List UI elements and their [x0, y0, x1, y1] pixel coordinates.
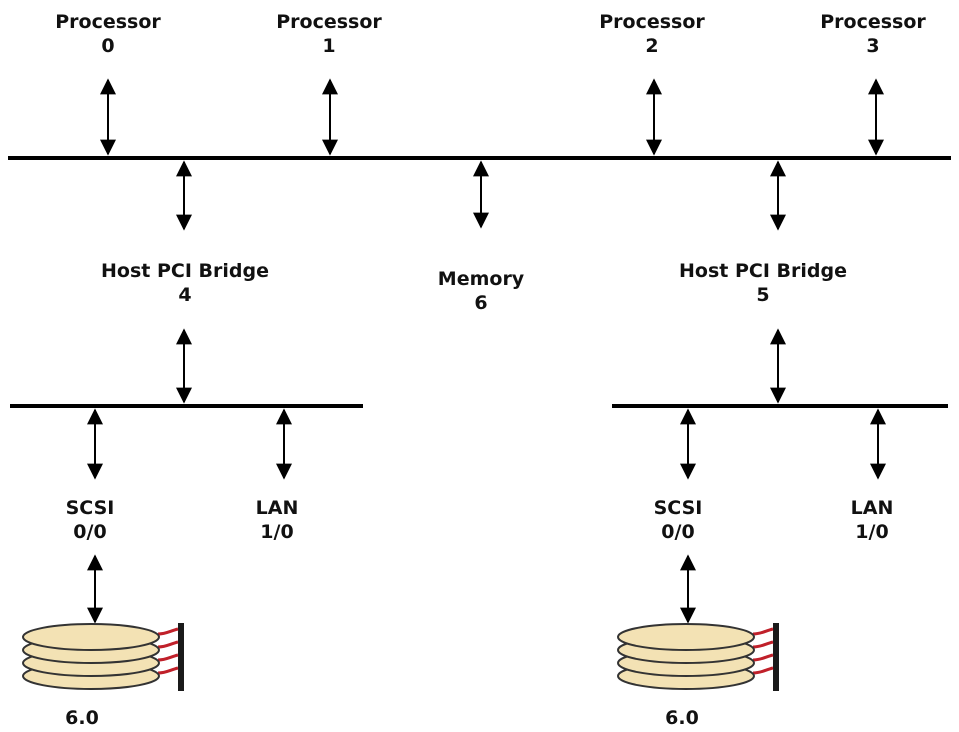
scsi-right-name: SCSI [653, 497, 703, 519]
processor-1-id: 1 [322, 35, 336, 57]
scsi-right-id: 0/0 [661, 521, 695, 543]
processor-0-name: Processor [55, 11, 161, 33]
disk-right-label: 6.0 [632, 706, 732, 730]
processor-2-name: Processor [599, 11, 705, 33]
processor-2-id: 2 [645, 35, 659, 57]
processor-0-label: Processor 0 [38, 10, 178, 58]
lan-right-label: LAN 1/0 [812, 496, 932, 544]
host-pci-bridge-4-name: Host PCI Bridge [101, 260, 269, 282]
disk-right-id: 6.0 [665, 707, 699, 729]
lan-left-id: 1/0 [260, 521, 294, 543]
lan-left-name: LAN [255, 497, 299, 519]
host-pci-bridge-4-id: 4 [178, 284, 192, 306]
processor-1-name: Processor [276, 11, 382, 33]
processor-3-label: Processor 3 [803, 10, 943, 58]
host-pci-bridge-5-label: Host PCI Bridge 5 [648, 259, 878, 307]
processor-1-label: Processor 1 [259, 10, 399, 58]
lan-right-id: 1/0 [855, 521, 889, 543]
disk-left-label: 6.0 [32, 706, 132, 730]
scsi-left-name: SCSI [65, 497, 115, 519]
host-pci-bridge-5-id: 5 [756, 284, 770, 306]
host-pci-bridge-5-name: Host PCI Bridge [679, 260, 847, 282]
disk-left-id: 6.0 [65, 707, 99, 729]
disk-stack-icon-left [22, 623, 184, 691]
processor-2-label: Processor 2 [582, 10, 722, 58]
lan-left-label: LAN 1/0 [217, 496, 337, 544]
scsi-right-label: SCSI 0/0 [618, 496, 738, 544]
lan-right-name: LAN [850, 497, 894, 519]
memory-6-label: Memory 6 [416, 267, 546, 315]
processor-3-name: Processor [820, 11, 926, 33]
memory-6-name: Memory [437, 268, 525, 290]
scsi-left-id: 0/0 [73, 521, 107, 543]
processor-3-id: 3 [866, 35, 880, 57]
disk-stack-icon-right [617, 623, 779, 691]
host-pci-bridge-4-label: Host PCI Bridge 4 [70, 259, 300, 307]
processor-0-id: 0 [101, 35, 115, 57]
memory-6-id: 6 [474, 292, 488, 314]
scsi-left-label: SCSI 0/0 [30, 496, 150, 544]
